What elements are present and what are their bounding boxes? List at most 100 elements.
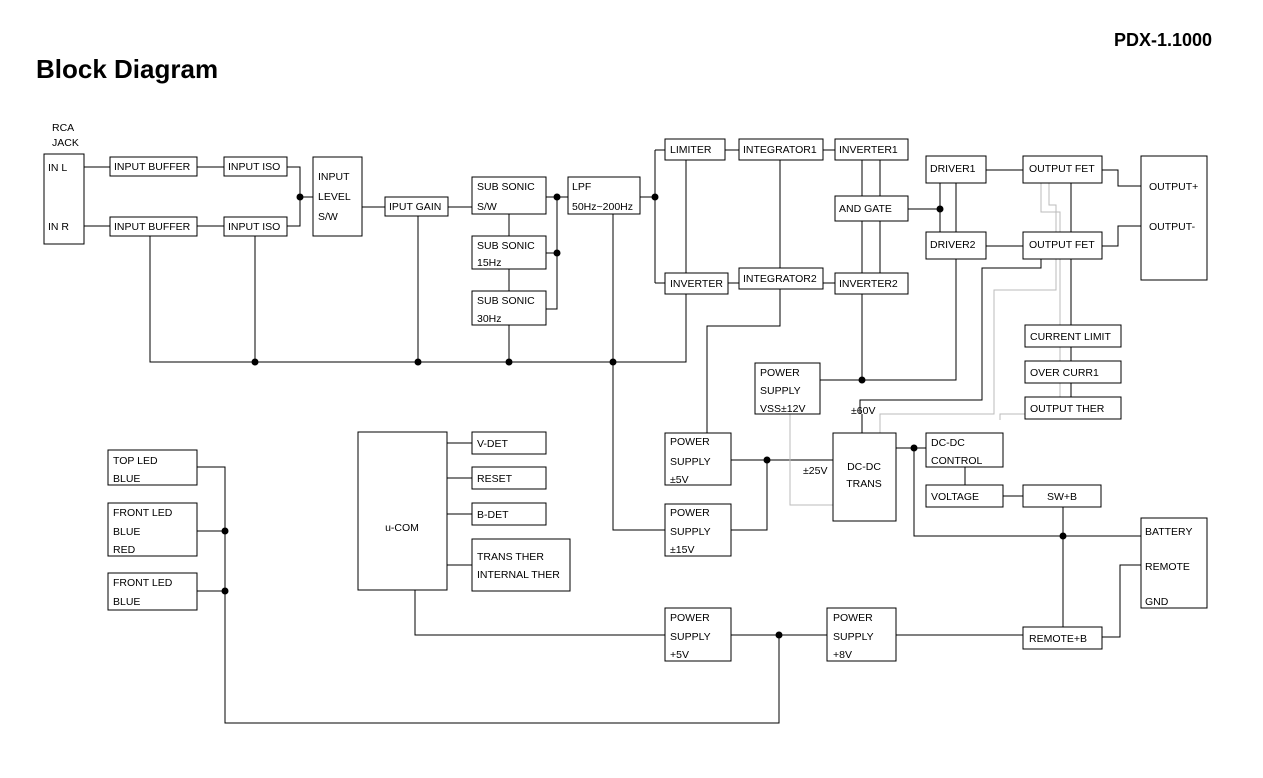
inlevel-label-1: LEVEL <box>318 191 351 203</box>
junction-dot-15 <box>775 631 783 639</box>
ps5b-label-1: SUPPLY <box>670 631 711 643</box>
dcdctrans-label-1: TRANS <box>846 478 882 490</box>
limiter-label-0: LIMITER <box>670 144 712 156</box>
junction-dot-2 <box>553 249 561 257</box>
block-outfet2: OUTPUT FET <box>1022 231 1103 260</box>
dcdcctrl-label-0: DC-DC <box>931 437 965 449</box>
battery-label-1: REMOTE <box>1145 561 1190 573</box>
wire-49 <box>731 460 768 531</box>
ps8-label-1: SUPPLY <box>833 631 874 643</box>
block-remoteb: REMOTE+B <box>1022 626 1103 650</box>
ps15-label-0: POWER <box>670 507 710 519</box>
subsonic30-label-0: SUB SONIC <box>477 295 535 307</box>
junction-dot-1 <box>553 193 561 201</box>
inverter-label-0: INVERTER <box>670 278 723 290</box>
block-outfet1: OUTPUT FET <box>1022 155 1103 184</box>
label-60v: ±60V <box>851 405 875 417</box>
model-number: PDX-1.1000 <box>1114 30 1213 50</box>
block-voltage: VOLTAGE <box>925 484 1004 508</box>
transther-label-0: TRANS THER <box>477 551 544 563</box>
block-currlimit: CURRENT LIMIT <box>1024 324 1122 348</box>
subsonic15-label-0: SUB SONIC <box>477 240 535 252</box>
wire-59 <box>197 466 780 724</box>
block-ps_vss: POWER SUPPLY VSS±12V <box>754 362 821 415</box>
inbuf2-label-0: INPUT BUFFER <box>114 221 191 233</box>
subsonic30-label-1: 30Hz <box>477 313 502 325</box>
junction-dot-7 <box>505 358 513 366</box>
frontled2-label-0: FRONT LED <box>113 577 173 589</box>
block-jack: IN L IN R <box>43 153 85 245</box>
wire-55 <box>1102 564 1141 638</box>
gray-wire-1 <box>879 183 1057 433</box>
frontled1-label-1: BLUE <box>113 526 140 538</box>
jack-label-1: IN R <box>48 221 69 233</box>
integrator1-label-0: INTEGRATOR1 <box>743 144 817 156</box>
output-label-1: OUTPUT- <box>1149 221 1196 233</box>
junction-dot-3 <box>651 193 659 201</box>
subsonic_sw-label-1: S/W <box>477 201 497 213</box>
outfet2-label-0: OUTPUT FET <box>1029 239 1095 251</box>
block-driver2: DRIVER2 <box>925 231 987 260</box>
reset-label-0: RESET <box>477 473 513 485</box>
block-transther: TRANS THER INTERNAL THER <box>471 538 571 592</box>
transther-label-1: INTERNAL THER <box>477 569 560 581</box>
junction-dot-0 <box>296 193 304 201</box>
ps_vss-label-1: SUPPLY <box>760 385 801 397</box>
ps5b-label-0: POWER <box>670 612 710 624</box>
vdet-label-0: V-DET <box>477 438 509 450</box>
block-output: OUTPUT+OUTPUT- <box>1140 155 1208 281</box>
junction-dot-4 <box>936 205 944 213</box>
wire-9 <box>546 197 558 310</box>
topled-label-1: BLUE <box>113 473 140 485</box>
jack-label-0: IN L <box>48 162 67 174</box>
junction-dot-8 <box>609 358 617 366</box>
inverter2-label-0: INVERTER2 <box>839 278 898 290</box>
voltage-label-0: VOLTAGE <box>931 491 979 503</box>
overcurr-label-0: OVER CURR1 <box>1030 367 1099 379</box>
block-integrator1: INTEGRATOR1 <box>738 138 824 161</box>
bdet-label-0: B-DET <box>477 509 509 521</box>
wire-44 <box>612 214 665 531</box>
ps15-label-1: SUPPLY <box>670 526 711 538</box>
wire-32 <box>1102 169 1141 187</box>
gray-wire-3 <box>789 414 833 506</box>
block-inverter2: INVERTER2 <box>834 272 909 295</box>
frontled1-label-2: RED <box>113 544 136 556</box>
lpf-label-1: 50Hz~200Hz <box>572 201 633 213</box>
block-inverter: INVERTER <box>664 272 729 295</box>
block-subsonic15: SUB SONIC 15Hz <box>471 235 547 270</box>
wire-57 <box>414 590 665 636</box>
battery-label-2: GND <box>1145 596 1169 608</box>
inlevel-label-0: INPUT <box>318 171 350 183</box>
subsonic15-label-1: 15Hz <box>477 257 502 269</box>
wire-46 <box>861 259 957 381</box>
block-iputgain: IPUT GAIN <box>384 196 449 217</box>
block-dcdctrans: DC-DC TRANS <box>832 432 897 522</box>
frontled1-label-0: FRONT LED <box>113 507 173 519</box>
ps_vss-label-2: VSS±12V <box>760 403 805 415</box>
outther-label-0: OUTPUT THER <box>1030 403 1105 415</box>
junction-dot-11 <box>910 444 918 452</box>
label-25v: ±25V <box>803 465 827 477</box>
driver2-label-0: DRIVER2 <box>930 239 976 251</box>
andgate-label-0: AND GATE <box>839 203 892 215</box>
rca-jack-label-0: RCA <box>52 122 74 134</box>
block-bdet: B-DET <box>471 502 547 526</box>
ps5a-label-2: ±5V <box>670 474 689 486</box>
ps8-label-2: +8V <box>833 649 852 661</box>
block-outther: OUTPUT THER <box>1024 396 1122 420</box>
gray-wire-0 <box>1040 183 1061 232</box>
lpf-label-0: LPF <box>572 181 591 193</box>
ps_vss-label-0: POWER <box>760 367 800 379</box>
inbuf1-label-0: INPUT BUFFER <box>114 161 191 173</box>
ps5a-label-0: POWER <box>670 436 710 448</box>
dcdctrans-label-0: DC-DC <box>847 461 881 473</box>
driver1-label-0: DRIVER1 <box>930 163 976 175</box>
junction-dot-6 <box>414 358 422 366</box>
block-frontled1: FRONT LED BLUE RED <box>107 502 198 557</box>
page-title: Block Diagram <box>36 54 219 84</box>
iputgain-label-0: IPUT GAIN <box>389 201 441 213</box>
